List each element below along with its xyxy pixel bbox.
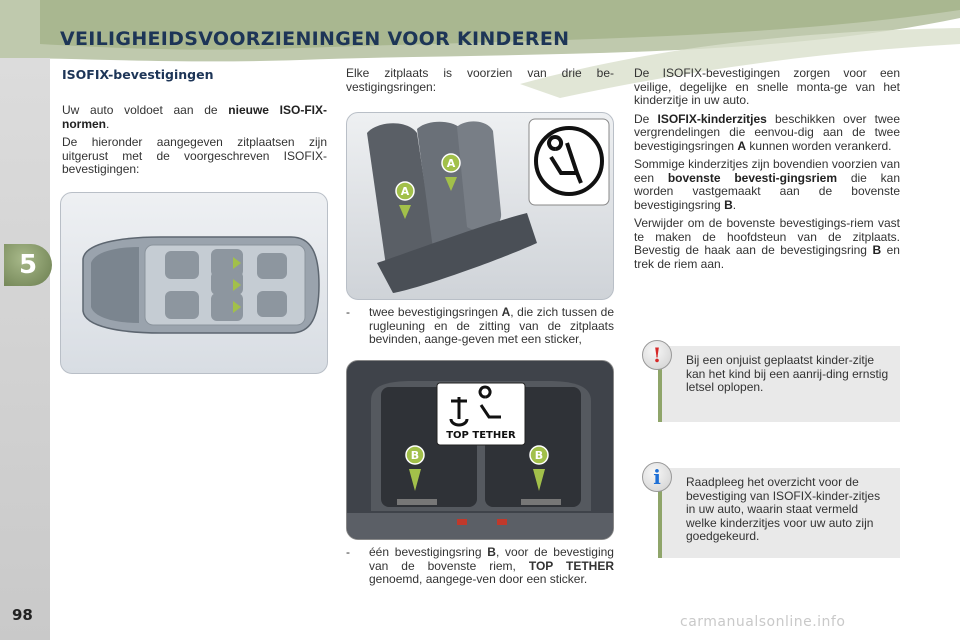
info-note: i Raadpleeg het overzicht voor de bevest… bbox=[642, 462, 900, 558]
warning-text: Bij een onjuist geplaatst kinder-zitje k… bbox=[686, 353, 889, 394]
warning-icon: ! bbox=[642, 340, 672, 370]
top-tether-sticker-label: TOP TETHER bbox=[446, 430, 516, 441]
page-header-title: VEILIGHEIDSVOORZIENINGEN VOOR KINDEREN bbox=[60, 28, 570, 50]
info-icon: i bbox=[642, 462, 672, 492]
top-strap-paragraph: Sommige kinderzitjes zijn bovendien voor… bbox=[634, 157, 900, 212]
bullet-rings-a: - twee bevestigingsringen A, die zich tu… bbox=[346, 305, 614, 346]
figure-label-a-1: A bbox=[401, 185, 410, 198]
figure-label-a-2: A bbox=[447, 157, 456, 170]
column-3-text: De ISOFIX-bevestigingen zorgen voor een … bbox=[634, 66, 900, 276]
chapter-strip bbox=[0, 58, 50, 640]
seats-paragraph: De hieronder aangegeven zitplaatsen zijn… bbox=[62, 135, 327, 176]
chapter-tab[interactable]: 5 bbox=[4, 244, 52, 286]
watermark: carmanualsonline.info bbox=[680, 614, 846, 630]
bullet-ring-b: - één bevestigingsring B, voor de bevest… bbox=[346, 545, 614, 586]
figure-label-b-2: B bbox=[535, 449, 543, 462]
headrest-paragraph: Verwijder om de bovenste bevestigings-ri… bbox=[634, 216, 900, 271]
trunk-figure: TOP TETHER B B bbox=[346, 360, 614, 540]
intro-paragraph: Uw auto voldoet aan de nieuwe ISO-FIX-no… bbox=[62, 103, 328, 131]
column-2-intro: Elke zitplaats is voorzien van drie be-v… bbox=[346, 66, 614, 94]
isofix-seats-paragraph: De ISOFIX-kinderzitjes beschikken over t… bbox=[634, 111, 900, 153]
isofix-benefits-paragraph: De ISOFIX-bevestigingen zorgen voor een … bbox=[634, 66, 900, 107]
info-text: Raadpleeg het overzicht voor de bevestig… bbox=[686, 475, 881, 543]
warning-note: ! Bij een onjuist geplaatst kinder-zitje… bbox=[642, 340, 900, 422]
section-heading: ISOFIX-bevestigingen bbox=[62, 67, 214, 82]
rear-seats-figure: A A bbox=[346, 112, 614, 300]
figure-label-b-1: B bbox=[411, 449, 419, 462]
header-swoosh bbox=[0, 0, 960, 98]
column-1-text: Uw auto voldoet aan de nieuwe ISO-FIX-no… bbox=[62, 103, 328, 182]
car-topview-figure bbox=[60, 192, 328, 374]
page-number: 98 bbox=[12, 606, 33, 624]
